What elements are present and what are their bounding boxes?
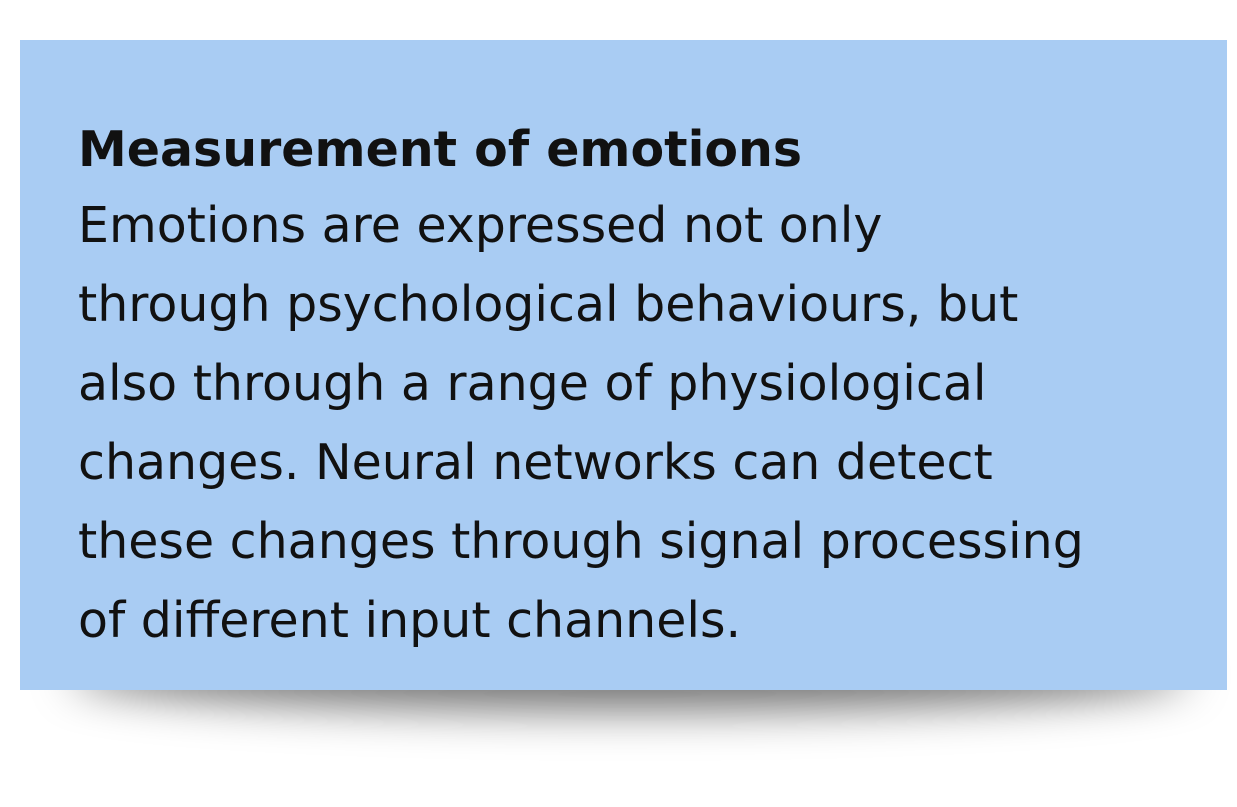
note-body-line: these changes through signal processing (78, 513, 1084, 570)
sticky-note: Measurement of emotions Emotions are exp… (20, 40, 1227, 690)
note-body-line: also through a range of physiological (78, 355, 987, 412)
note-body-line: through psychological behaviours, but (78, 276, 1019, 333)
note-body-line: Emotions are expressed not only (78, 197, 883, 254)
note-title: Measurement of emotions (78, 121, 803, 178)
note-body-line: of different input channels. (78, 592, 742, 649)
note-body: Emotions are expressed not only through … (78, 186, 1167, 660)
note-body-line: changes. Neural networks can detect (78, 434, 993, 491)
